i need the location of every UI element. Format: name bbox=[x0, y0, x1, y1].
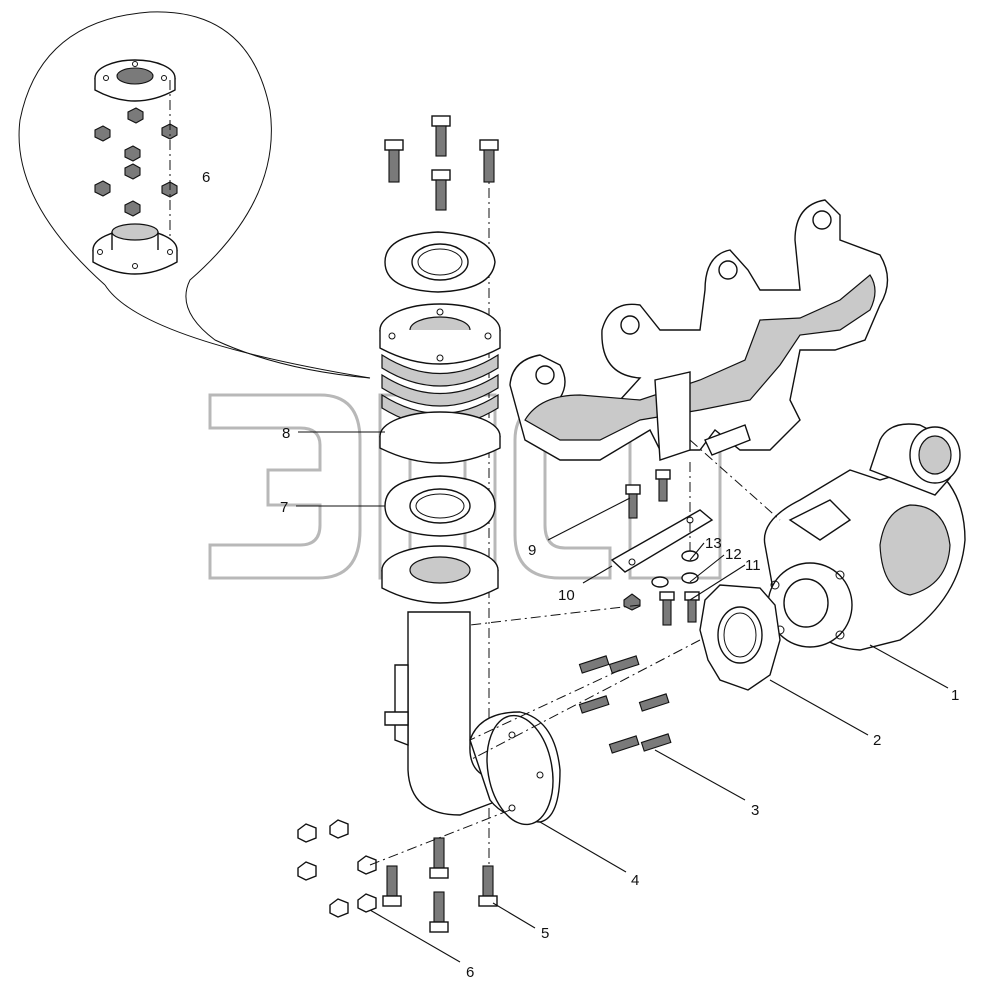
support-bracket bbox=[610, 462, 714, 626]
bolt bbox=[431, 169, 451, 211]
callout-6-bottom: 6 bbox=[466, 964, 474, 981]
middle-gasket bbox=[384, 475, 496, 537]
bolt bbox=[479, 139, 499, 183]
bellows-compensator bbox=[379, 303, 501, 464]
turbocharger bbox=[763, 423, 966, 651]
callout-6-inset: 6 bbox=[202, 169, 210, 186]
callout-12: 12 bbox=[725, 546, 742, 563]
inset-upper-flange bbox=[94, 59, 176, 102]
assembly-lines bbox=[369, 439, 781, 866]
callout-numbers: 1 2 3 4 5 6 7 8 9 10 11 12 13 bbox=[280, 425, 959, 981]
callout-9: 9 bbox=[528, 542, 536, 559]
callout-2: 2 bbox=[873, 732, 881, 749]
callout-10: 10 bbox=[558, 587, 575, 604]
callout-13: 13 bbox=[705, 535, 722, 552]
callout-3: 3 bbox=[751, 802, 759, 819]
bolt bbox=[431, 115, 451, 157]
inset-lower-flange bbox=[92, 223, 178, 275]
callout-8: 8 bbox=[282, 425, 290, 442]
inset-detail-bubble: 6 bbox=[18, 11, 371, 379]
callout-4: 4 bbox=[631, 872, 639, 889]
elbow-pipe bbox=[381, 545, 561, 826]
leader-lines bbox=[296, 431, 949, 963]
callout-11: 11 bbox=[745, 557, 761, 574]
bottom-fasteners bbox=[297, 819, 498, 933]
bolt bbox=[384, 139, 404, 183]
callout-1: 1 bbox=[951, 687, 959, 704]
callout-7: 7 bbox=[280, 499, 288, 516]
studs bbox=[578, 655, 672, 754]
callout-5: 5 bbox=[541, 925, 549, 942]
inset-nuts bbox=[94, 107, 178, 217]
exhaust-manifold bbox=[509, 199, 889, 461]
turbo-gasket bbox=[699, 584, 781, 691]
top-bolts bbox=[384, 115, 499, 211]
top-gasket bbox=[384, 231, 496, 293]
